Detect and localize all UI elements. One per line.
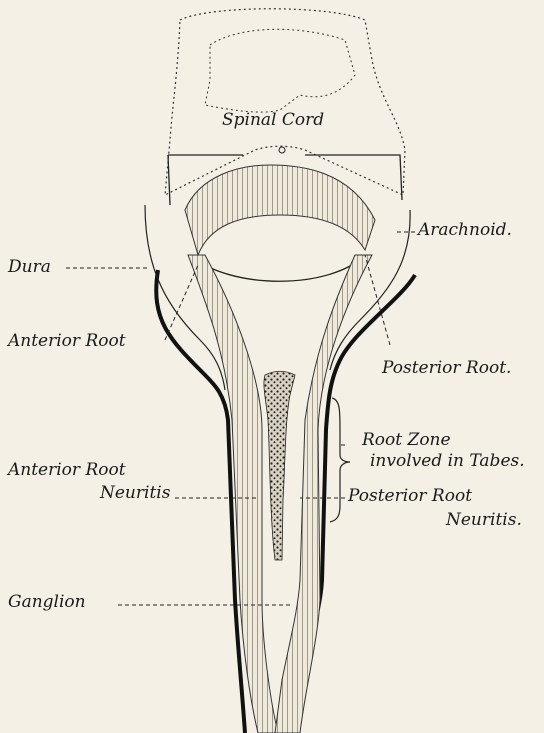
root-zone-bracket xyxy=(330,398,350,522)
label-anterior-root-neuritis-line1: Anterior Root xyxy=(8,462,126,479)
central-canal xyxy=(279,147,285,153)
label-posterior-root-neuritis-line1: Posterior Root xyxy=(348,488,472,505)
anterior-root-bundle xyxy=(188,255,278,733)
label-posterior-root: Posterior Root. xyxy=(382,360,511,377)
root-fan xyxy=(185,165,375,255)
label-root-zone-line1: Root Zone xyxy=(362,432,451,449)
label-dura: Dura xyxy=(8,259,51,276)
label-arachnoid: Arachnoid. xyxy=(418,222,512,239)
label-spinal-cord: Spinal Cord xyxy=(222,112,324,129)
label-anterior-root-neuritis-line2: Neuritis xyxy=(100,485,170,502)
label-root-zone-line2: involved in Tabes. xyxy=(370,453,525,470)
gray-matter-outline xyxy=(205,29,355,112)
label-posterior-root-neuritis-line2: Neuritis. xyxy=(446,512,522,529)
root-zone-stipple xyxy=(264,371,295,560)
label-ganglion: Ganglion xyxy=(8,594,86,611)
label-anterior-root: Anterior Root xyxy=(8,333,126,350)
